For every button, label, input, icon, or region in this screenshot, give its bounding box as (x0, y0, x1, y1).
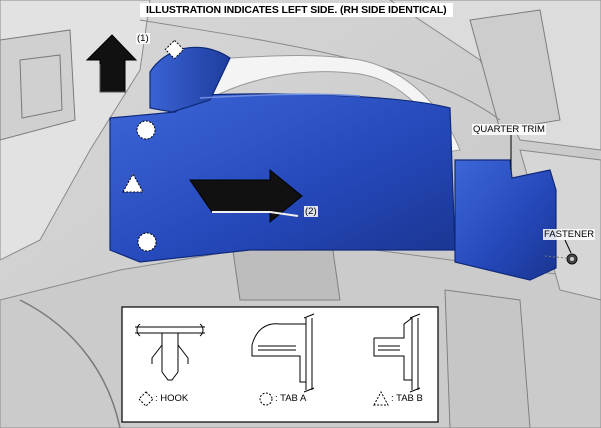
arrow-up-shading (99, 64, 125, 93)
step-1-callout: (1) (136, 33, 150, 44)
trim-highlight (199, 93, 361, 99)
seat-frame-detail (19, 54, 63, 119)
seat-belt-strap (177, 55, 461, 153)
tab-b-legend-label: : TAB B (391, 393, 423, 404)
hook-legend-label: : HOOK (155, 393, 189, 404)
quarter-trim (454, 159, 557, 281)
lower-pillar (444, 289, 531, 428)
illustration-title: ILLUSTRATION INDICATES LEFT SIDE. (RH SI… (140, 3, 453, 17)
trunk-side-trim-panel (109, 93, 456, 263)
step-2-callout: (2) (304, 206, 318, 217)
tab-a-legend-label: : TAB A (275, 393, 307, 404)
quarter-trim-label: QUARTER TRIM (472, 124, 546, 135)
hook-marker-icon (164, 39, 185, 60)
tab-a-legend-icon (259, 392, 273, 406)
tab-a-marker-icon (136, 120, 156, 140)
fastener-leader (564, 239, 572, 254)
tab-a-clip-drawing (251, 313, 315, 393)
tab-b-legend-icon (373, 390, 389, 406)
seat-frame (0, 29, 76, 141)
fastener-icon (544, 253, 578, 265)
window-frame (469, 9, 561, 131)
trim-upper-section (149, 46, 231, 113)
tab-b-clip-drawing (373, 313, 421, 393)
fastener-label: FASTENER (543, 229, 596, 240)
body-contour-line (139, 19, 501, 121)
tab-a-marker-icon (137, 232, 157, 252)
arrow-right-shading (212, 211, 299, 217)
hook-legend-icon (138, 391, 154, 407)
wheel-arch-line (19, 299, 121, 428)
hook-clip-drawing (135, 323, 205, 381)
tab-b-marker-icon (122, 172, 144, 193)
